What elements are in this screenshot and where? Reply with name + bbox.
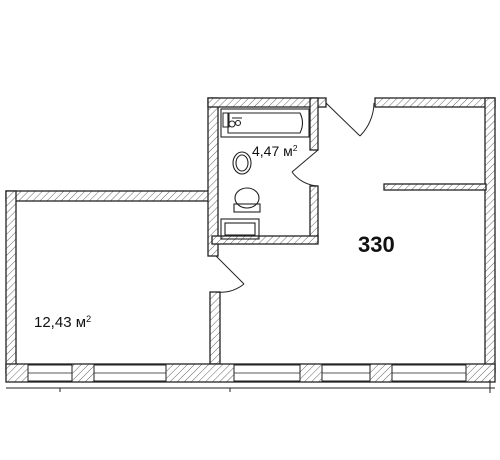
bathroom-area-label: 4,47 м2: [252, 143, 298, 159]
room-area-exponent: 2: [86, 313, 92, 324]
faucet-icon: [222, 112, 242, 128]
room-door: [215, 255, 245, 293]
unit-number: 330: [358, 232, 395, 257]
bathroom-area-unit: м: [283, 143, 293, 159]
room-area-value: 12,43: [34, 314, 72, 331]
toilet-icon: [233, 187, 261, 213]
entrance-door: [325, 102, 375, 137]
room-area-unit: м: [75, 314, 87, 331]
exterior-walls: [5, 97, 496, 374]
facade-wall: [5, 363, 496, 393]
bathroom-door: [291, 149, 319, 187]
bathroom-area-value: 4,47: [252, 143, 280, 159]
bathroom-area-exponent: 2: [292, 143, 298, 154]
bathtub-icon: [220, 108, 310, 138]
sink-icon: [232, 151, 252, 175]
room-area-label: 12,43 м2: [34, 314, 91, 331]
washing-machine-icon: [220, 218, 260, 240]
